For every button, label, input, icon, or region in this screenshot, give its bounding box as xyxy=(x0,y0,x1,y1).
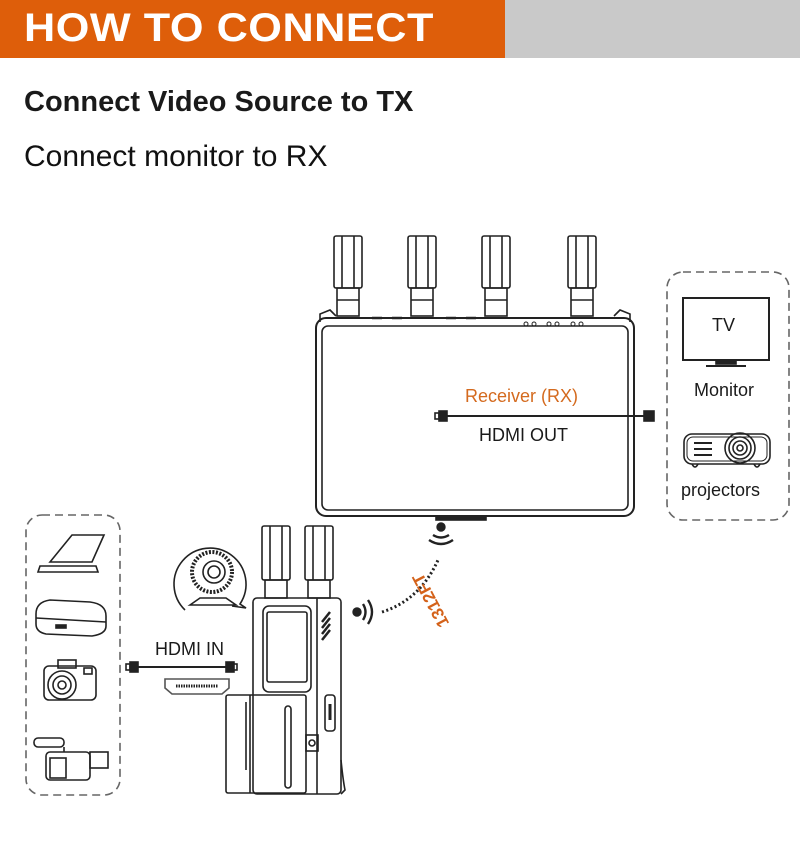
transmitter-device xyxy=(225,525,346,795)
receiver-device xyxy=(315,235,635,521)
monitor-label: Monitor xyxy=(694,380,755,400)
antenna-icon xyxy=(333,235,363,317)
knob-detail-callout xyxy=(173,547,247,611)
page-title: HOW TO CONNECT xyxy=(24,6,434,50)
wireless-signal xyxy=(352,522,454,625)
header-banner: HOW TO CONNECT xyxy=(0,0,800,58)
tx-signal-icon xyxy=(352,599,374,625)
tv-screen-text: TV xyxy=(712,315,736,335)
hdmi-in-cable xyxy=(125,661,238,673)
rx-signal-icon xyxy=(428,522,454,546)
camcorder-icon xyxy=(33,737,109,781)
antenna-icon xyxy=(567,235,597,317)
led-indicators xyxy=(523,321,584,327)
projector-icon xyxy=(683,432,771,468)
hdmi-out-cable xyxy=(434,410,655,422)
set-top-box-icon xyxy=(35,599,107,637)
antenna-icon xyxy=(304,525,334,599)
tv-icon xyxy=(682,297,770,367)
antenna-icon xyxy=(481,235,511,317)
hdmi-port-icon xyxy=(164,678,230,695)
receiver-label: Receiver (RX) xyxy=(465,386,579,406)
hdmi-out-label: HDMI OUT xyxy=(479,425,568,445)
battery xyxy=(225,694,307,794)
source-devices-box xyxy=(25,514,121,796)
output-devices-box xyxy=(666,271,790,521)
laptop-icon xyxy=(36,534,106,573)
banner-accent xyxy=(0,0,505,58)
step-connect-monitor: Connect monitor to RX xyxy=(24,140,328,173)
dslr-camera-icon xyxy=(43,659,97,701)
hdmi-in-label: HDMI IN xyxy=(155,639,224,659)
antenna-icon xyxy=(261,525,291,599)
step-connect-source: Connect Video Source to TX xyxy=(24,86,414,118)
projectors-label: projectors xyxy=(681,480,761,500)
antenna-icon xyxy=(407,235,437,317)
